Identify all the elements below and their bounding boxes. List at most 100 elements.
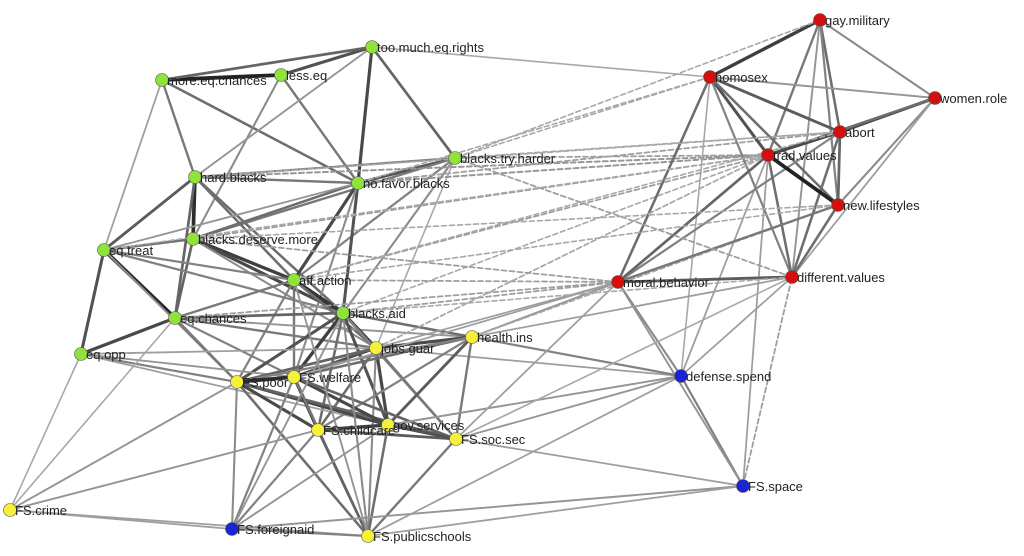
edge-gay-military--trad-values bbox=[766, 18, 822, 157]
node-label-fs-poor: FS.poor bbox=[242, 375, 289, 390]
node-more-eq-chances[interactable] bbox=[155, 73, 169, 87]
node-moral-behavior[interactable] bbox=[611, 275, 625, 289]
node-hard-blacks[interactable] bbox=[188, 170, 202, 184]
edge-hard-blacks--no-favor-blacks bbox=[193, 175, 360, 185]
edge-eq-opp--fs-crime bbox=[9, 353, 82, 511]
edge-defense-spend--trad-values bbox=[680, 154, 769, 377]
node-no-favor-blacks[interactable] bbox=[351, 176, 365, 190]
edge-fs-childcare--fs-crime bbox=[9, 429, 319, 511]
edge-eq-treat--blacks-aid bbox=[102, 248, 345, 315]
edge-eq-opp--jobs-guar bbox=[80, 347, 377, 355]
edge-aff-action--eq-chances bbox=[173, 278, 296, 320]
node-blacks-deserve-more[interactable] bbox=[186, 232, 200, 246]
node-aff-action[interactable] bbox=[287, 273, 301, 287]
edge-homosex--no-favor-blacks bbox=[357, 76, 711, 184]
node-fs-publicschools[interactable] bbox=[361, 529, 375, 543]
node-eq-treat[interactable] bbox=[97, 243, 111, 257]
node-fs-childcare[interactable] bbox=[311, 423, 325, 437]
node-fs-poor[interactable] bbox=[230, 375, 244, 389]
edge-fs-childcare--gov-services bbox=[316, 423, 390, 432]
edge-aff-action--moral-behavior bbox=[293, 279, 619, 283]
edge-trad-values--jobs-guar bbox=[375, 154, 769, 349]
node-abort[interactable] bbox=[833, 125, 847, 139]
node-fs-welfare[interactable] bbox=[287, 370, 301, 384]
edge-less-eq--blacks-deserve-more bbox=[191, 73, 283, 241]
edge-trad-values--moral-behavior bbox=[616, 153, 770, 284]
node-different-values[interactable] bbox=[785, 270, 799, 284]
edge-moral-behavior--different-values bbox=[616, 275, 794, 284]
node-label-less-eq: less.eq bbox=[286, 68, 327, 83]
node-fs-space[interactable] bbox=[736, 479, 750, 493]
node-blacks-aid[interactable] bbox=[336, 306, 350, 320]
node-gay-military[interactable] bbox=[813, 13, 827, 27]
node-less-eq[interactable] bbox=[274, 68, 288, 82]
node-label-trad-values: trad.values bbox=[773, 148, 837, 163]
edge-gay-military--women-role bbox=[818, 18, 937, 100]
node-jobs-guar[interactable] bbox=[369, 341, 383, 355]
node-eq-chances[interactable] bbox=[168, 311, 182, 325]
node-label-jobs-guar: jobs.guar bbox=[380, 341, 435, 356]
node-label-homosex: homosex bbox=[715, 70, 768, 85]
node-label-more-eq-chances: more.eq.chances bbox=[167, 73, 267, 88]
edge-women-role--new-lifestyles bbox=[836, 96, 937, 207]
edge-hard-blacks--eq-treat bbox=[102, 175, 197, 252]
edge-gov-services--fs-soc-sec bbox=[386, 423, 458, 441]
edge-abort--aff-action bbox=[293, 131, 841, 281]
edge-different-values--health-ins bbox=[471, 276, 793, 338]
edge-eq-treat--aff-action bbox=[102, 248, 296, 282]
node-label-gay-military: gay.military bbox=[825, 13, 890, 28]
edge-no-favor-blacks--eq-treat bbox=[103, 182, 359, 251]
edge-fs-soc-sec--fs-publicschools bbox=[366, 437, 458, 538]
edge-blacks-try-harder--aff-action bbox=[292, 156, 457, 282]
edge-eq-chances--jobs-guar bbox=[173, 316, 378, 350]
edge-more-eq-chances--no-favor-blacks bbox=[160, 78, 360, 185]
node-fs-foreignaid[interactable] bbox=[225, 522, 239, 536]
edges-layer bbox=[9, 18, 937, 538]
node-label-eq-treat: eq.treat bbox=[109, 243, 153, 258]
edge-fs-foreignaid--fs-space bbox=[231, 485, 744, 530]
node-new-lifestyles[interactable] bbox=[831, 198, 845, 212]
node-defense-spend[interactable] bbox=[674, 369, 688, 383]
edge-defense-spend--homosex bbox=[680, 76, 711, 377]
edge-fs-crime--fs-publicschools bbox=[9, 509, 369, 537]
edge-eq-opp--fs-welfare bbox=[80, 353, 295, 378]
edge-moral-behavior--blacks-deserve-more bbox=[192, 238, 619, 283]
edge-moral-behavior--fs-welfare bbox=[293, 281, 619, 378]
node-label-hard-blacks: hard.blacks bbox=[200, 170, 267, 185]
edge-fs-space--different-values bbox=[742, 276, 793, 487]
edge-defense-spend--different-values bbox=[680, 276, 793, 377]
edge-more-eq-chances--too-much-eq-rights bbox=[160, 45, 374, 82]
node-eq-opp[interactable] bbox=[74, 347, 88, 361]
edge-fs-welfare--gov-services bbox=[292, 375, 390, 427]
edge-less-eq--too-much-eq-rights bbox=[279, 45, 374, 77]
node-label-eq-opp: eq.opp bbox=[86, 347, 126, 362]
node-label-gov-services: gov.services bbox=[393, 418, 465, 433]
node-label-abort: abort bbox=[845, 125, 875, 140]
node-trad-values[interactable] bbox=[761, 148, 775, 162]
edge-blacks-try-harder--trad-values bbox=[454, 154, 769, 159]
edge-blacks-aid--moral-behavior bbox=[342, 281, 619, 314]
edge-blacks-aid--fs-poor bbox=[235, 311, 345, 384]
node-fs-crime[interactable] bbox=[3, 503, 17, 517]
edge-homosex--women-role bbox=[709, 76, 936, 99]
edge-fs-publicschools--blacks-aid bbox=[341, 311, 370, 538]
node-label-fs-soc-sec: FS.soc.sec bbox=[461, 432, 526, 447]
edge-trad-values--different-values bbox=[766, 153, 794, 279]
node-homosex[interactable] bbox=[703, 70, 717, 84]
edge-fs-childcare--fs-foreignaid bbox=[230, 428, 320, 531]
edge-abort--different-values bbox=[790, 130, 842, 279]
edge-new-lifestyles--different-values bbox=[790, 203, 840, 279]
node-fs-soc-sec[interactable] bbox=[449, 432, 463, 446]
node-gov-services[interactable] bbox=[381, 418, 395, 432]
node-blacks-try-harder[interactable] bbox=[448, 151, 462, 165]
node-health-ins[interactable] bbox=[465, 330, 479, 344]
node-too-much-eq-rights[interactable] bbox=[365, 40, 379, 54]
node-women-role[interactable] bbox=[928, 91, 942, 105]
edge-fs-soc-sec--defense-spend bbox=[455, 375, 682, 440]
edge-hard-blacks--blacks-aid bbox=[193, 175, 345, 315]
edge-fs-publicschools--fs-space bbox=[367, 485, 744, 537]
edge-fs-foreignaid--fs-publicschools bbox=[230, 527, 370, 538]
edge-eq-chances--fs-welfare bbox=[173, 316, 296, 379]
edge-eq-treat--eq-opp bbox=[79, 248, 106, 356]
node-label-fs-childcare: FS.childcare bbox=[323, 423, 395, 438]
